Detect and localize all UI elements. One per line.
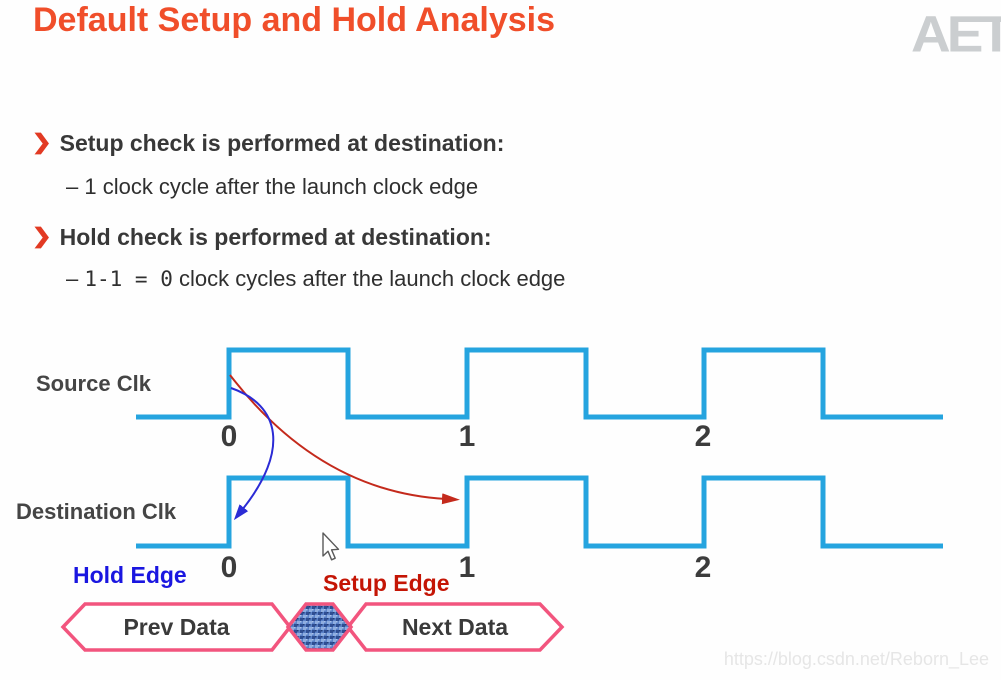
setup-check-detail: – 1 clock cycle after the launch clock e… (66, 174, 479, 199)
hold-detail-dash: – (66, 266, 85, 291)
page-title: Default Setup and Hold Analysis (33, 1, 556, 39)
source-clock-waveform (136, 347, 943, 420)
next-data-label: Next Data (401, 613, 509, 640)
setup-check-heading: Setup check is performed at destination: (59, 130, 505, 156)
source-clk-label: Source Clk (36, 371, 151, 396)
destination-edge-1: 1 (458, 551, 476, 584)
source-edge-0: 0 (220, 420, 238, 453)
hold-detail-equation: 1-1 = 0 (84, 267, 173, 291)
hold-edge-label: Hold Edge (73, 562, 187, 588)
hold-detail-rest: clock cycles after the launch clock edge (172, 266, 566, 291)
destination-edge-0: 0 (220, 551, 238, 584)
next-data-shape (345, 602, 565, 652)
aet-logo: AET (911, 5, 1001, 63)
bullet-hold-check: ❯ Hold check is performed at destination… (31, 223, 492, 251)
setup-edge-label: Setup Edge (323, 570, 450, 596)
bullet-setup-check: ❯ Setup check is performed at destinatio… (31, 129, 505, 157)
prev-data-label: Prev Data (123, 613, 230, 640)
mouse-cursor (322, 532, 340, 561)
hold-arrow (230, 387, 275, 521)
data-transition-shape (285, 602, 354, 652)
destination-clock-waveform (136, 475, 943, 549)
destination-edge-2: 2 (694, 551, 712, 584)
hold-check-detail: – 1-1 = 0 clock cycles after the launch … (66, 266, 565, 292)
watermark: https://blog.csdn.net/Reborn_Lee (723, 649, 989, 669)
setup-arrow (229, 374, 460, 505)
hold-check-heading: Hold check is performed at destination: (59, 224, 492, 250)
source-edge-2: 2 (694, 420, 712, 453)
chevron-bullet-icon: ❯ (31, 131, 52, 154)
destination-clk-label: Destination Clk (16, 499, 177, 524)
chevron-bullet-icon: ❯ (31, 225, 52, 248)
source-edge-1: 1 (458, 420, 476, 453)
